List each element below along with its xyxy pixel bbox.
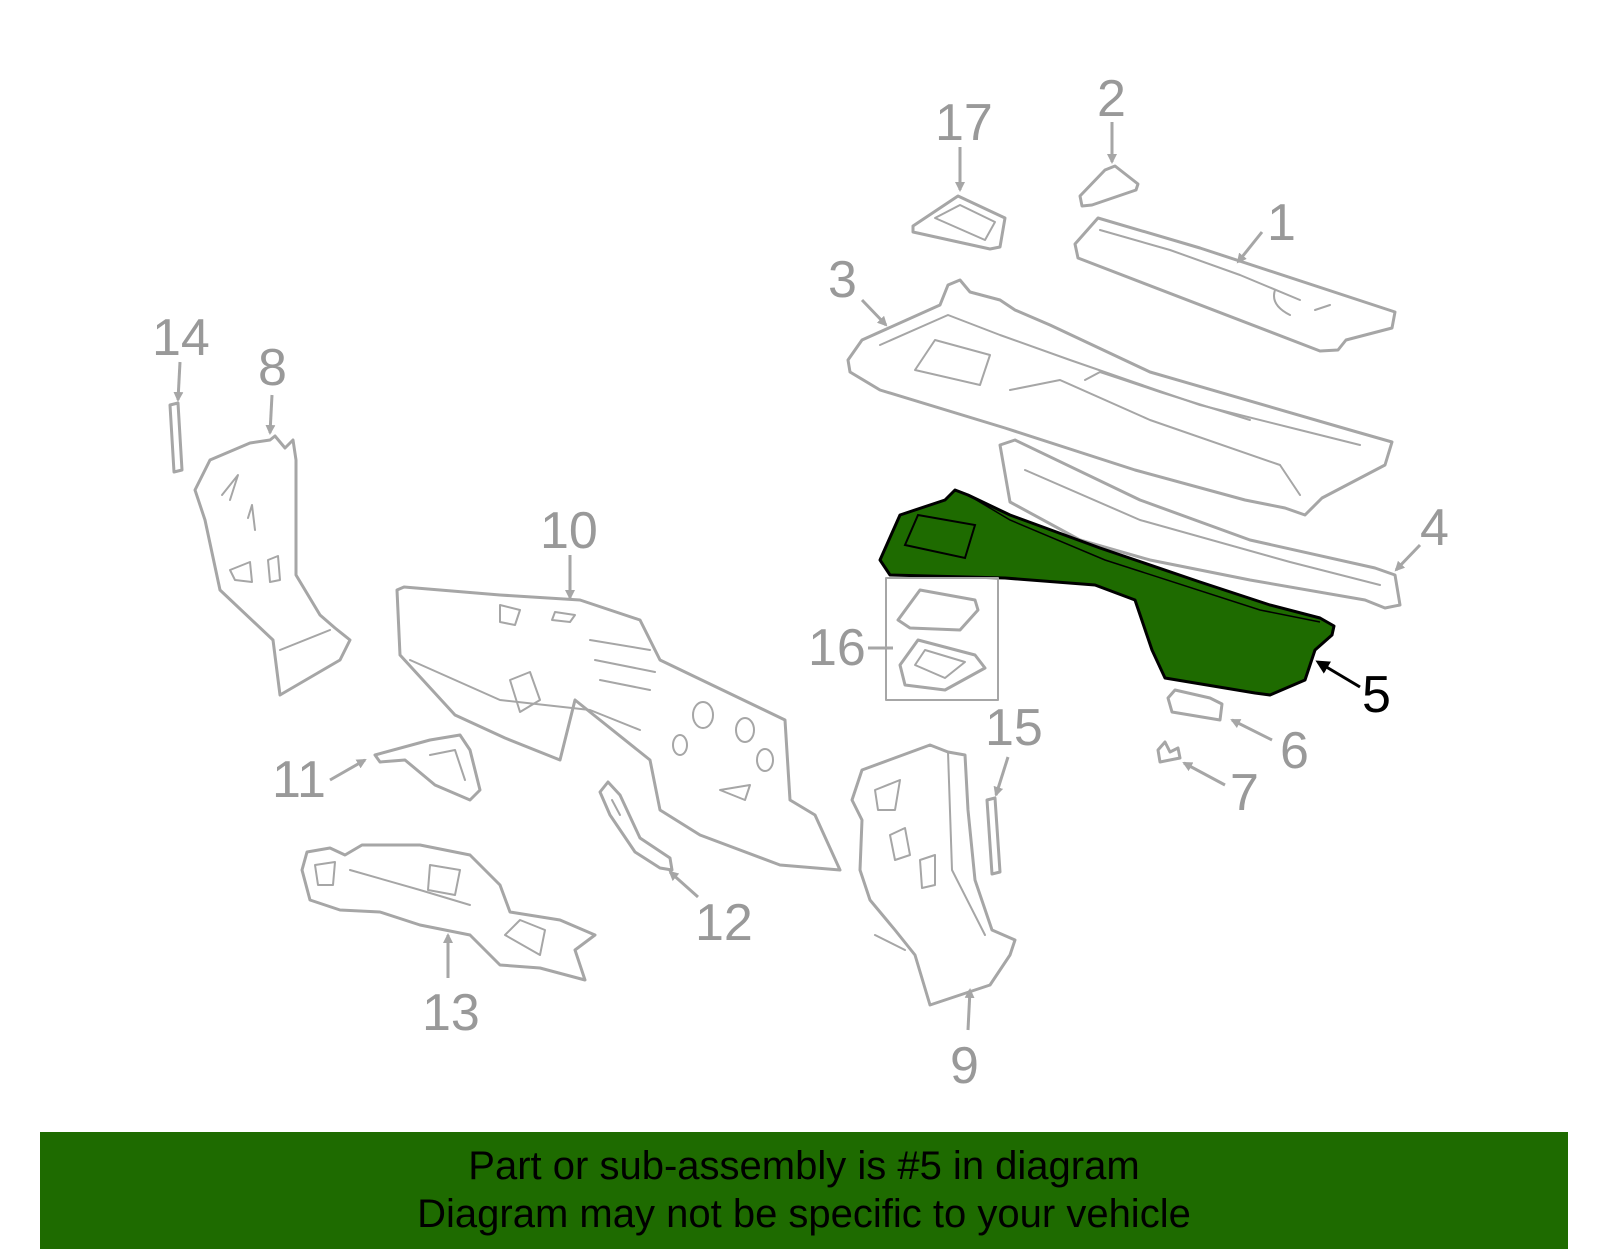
part-17-vent — [911, 194, 1007, 251]
part-16-box — [885, 577, 999, 701]
part-12-brace — [598, 780, 674, 872]
banner-line-2: Diagram may not be specific to your vehi… — [417, 1192, 1191, 1236]
callout-1: 1 — [1267, 194, 1296, 252]
callout-6: 6 — [1280, 722, 1309, 780]
part-9-pillar — [850, 743, 1017, 1007]
callout-4: 4 — [1420, 499, 1449, 557]
callout-15: 15 — [985, 699, 1043, 757]
callout-8: 8 — [258, 339, 287, 397]
callout-11: 11 — [272, 751, 326, 809]
callout-13: 13 — [422, 984, 480, 1042]
part-3-cowl-top — [846, 278, 1394, 517]
callout-17: 17 — [935, 94, 993, 152]
part-7-fastener — [1156, 740, 1182, 764]
callout-9: 9 — [950, 1037, 979, 1095]
callout-2: 2 — [1097, 70, 1126, 128]
part-1-cowl-panel — [1073, 216, 1397, 353]
part-2-cap — [1078, 164, 1140, 208]
leader-lines — [173, 122, 1422, 1031]
info-banner: Part or sub-assembly is #5 in diagram Di… — [40, 1132, 1568, 1249]
callout-14: 14 — [152, 309, 210, 367]
part-4-panel — [998, 438, 1402, 610]
part-14-strip — [168, 401, 184, 474]
callout-3: 3 — [828, 251, 857, 309]
part-6-clip — [1166, 688, 1224, 722]
callout-12: 12 — [695, 894, 753, 952]
banner-line-1: Part or sub-assembly is #5 in diagram — [468, 1144, 1140, 1188]
callout-5: 5 — [1362, 666, 1391, 724]
callout-7: 7 — [1230, 764, 1259, 822]
part-15-strip — [985, 796, 1002, 876]
part-11-bracket — [373, 733, 482, 802]
callout-16: 16 — [808, 619, 866, 677]
part-10-dash-panel — [395, 585, 842, 872]
callout-10: 10 — [540, 502, 598, 560]
part-13-reinforcement — [300, 843, 597, 982]
part-8-pillar — [193, 434, 352, 697]
part-5-highlighted[interactable] — [878, 488, 1336, 697]
callout-labels: 17 2 1 3 4 5 6 7 14 8 10 16 11 15 12 13 … — [152, 70, 1449, 1095]
